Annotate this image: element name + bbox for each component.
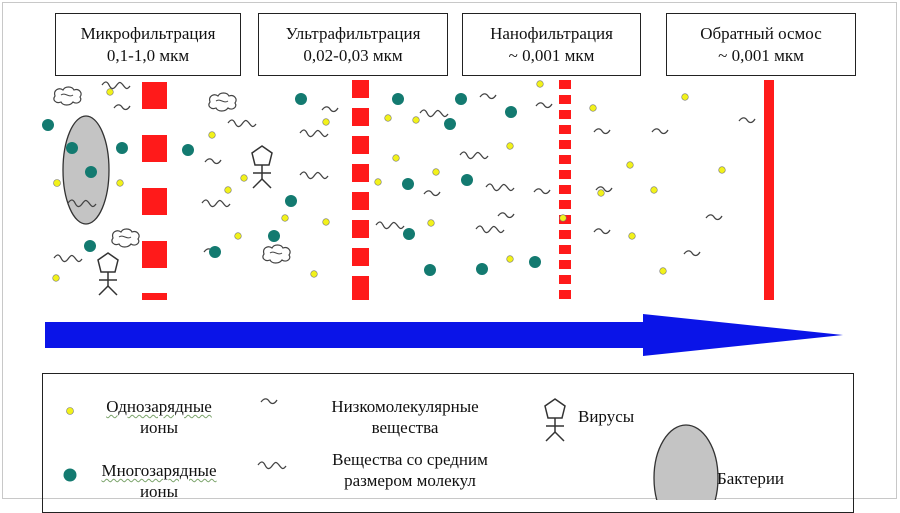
stage-name: Нанофильтрация	[490, 23, 613, 43]
legend-multivalent-label: Многозарядные ионы	[101, 461, 217, 501]
legend-monovalent-label: Однозарядные ионы	[106, 397, 212, 437]
stage-label-ultrafiltration: Ультрафильтрация 0,02-0,03 мкм	[258, 13, 448, 76]
membrane-reverse-osmosis	[764, 80, 774, 300]
legend-multivalent-icon	[63, 468, 77, 482]
stage-name: Микрофильтрация	[80, 23, 216, 43]
flow-arrow	[45, 314, 843, 356]
stage-name: Ультрафильтрация	[285, 23, 421, 43]
virus-particle	[97, 252, 119, 296]
stage-range: 0,02-0,03 мкм	[303, 45, 403, 65]
legend-monovalent-icon	[66, 407, 74, 415]
membrane-microfiltration	[142, 82, 167, 300]
filtration-diagram	[42, 80, 843, 500]
monovalent-ions	[52, 80, 726, 282]
stage-name: Обратный осмос	[700, 23, 822, 43]
stage-label-nanofiltration: Нанофильтрация ~ 0,001 мкм	[462, 13, 641, 76]
legend-bacterium-label: Бактерии	[717, 469, 785, 488]
virus-particle	[251, 145, 273, 189]
stage-label-reverse-osmosis: Обратный осмос ~ 0,001 мкм	[666, 13, 856, 76]
legend-virus-label: Вирусы	[578, 407, 635, 426]
stage-range: 0,1-1,0 мкм	[106, 45, 190, 65]
figure-frame	[2, 2, 897, 499]
stage-range: ~ 0,001 мкм	[718, 45, 804, 65]
legend-bacterium-icon	[653, 424, 719, 500]
membrane-nanofiltration	[559, 80, 571, 299]
multivalent-ions	[42, 93, 541, 276]
stage-label-microfiltration: Микрофильтрация 0,1-1,0 мкм	[55, 13, 241, 76]
membrane-ultrafiltration	[352, 80, 369, 300]
stage-range: ~ 0,001 мкм	[508, 45, 595, 65]
legend-low-mw-label: Низкомолекулярные вещества	[331, 397, 479, 437]
bacterium-particle	[53, 115, 110, 225]
legend-medium-mw-label: Вещества со средним размером молекул	[332, 450, 488, 490]
